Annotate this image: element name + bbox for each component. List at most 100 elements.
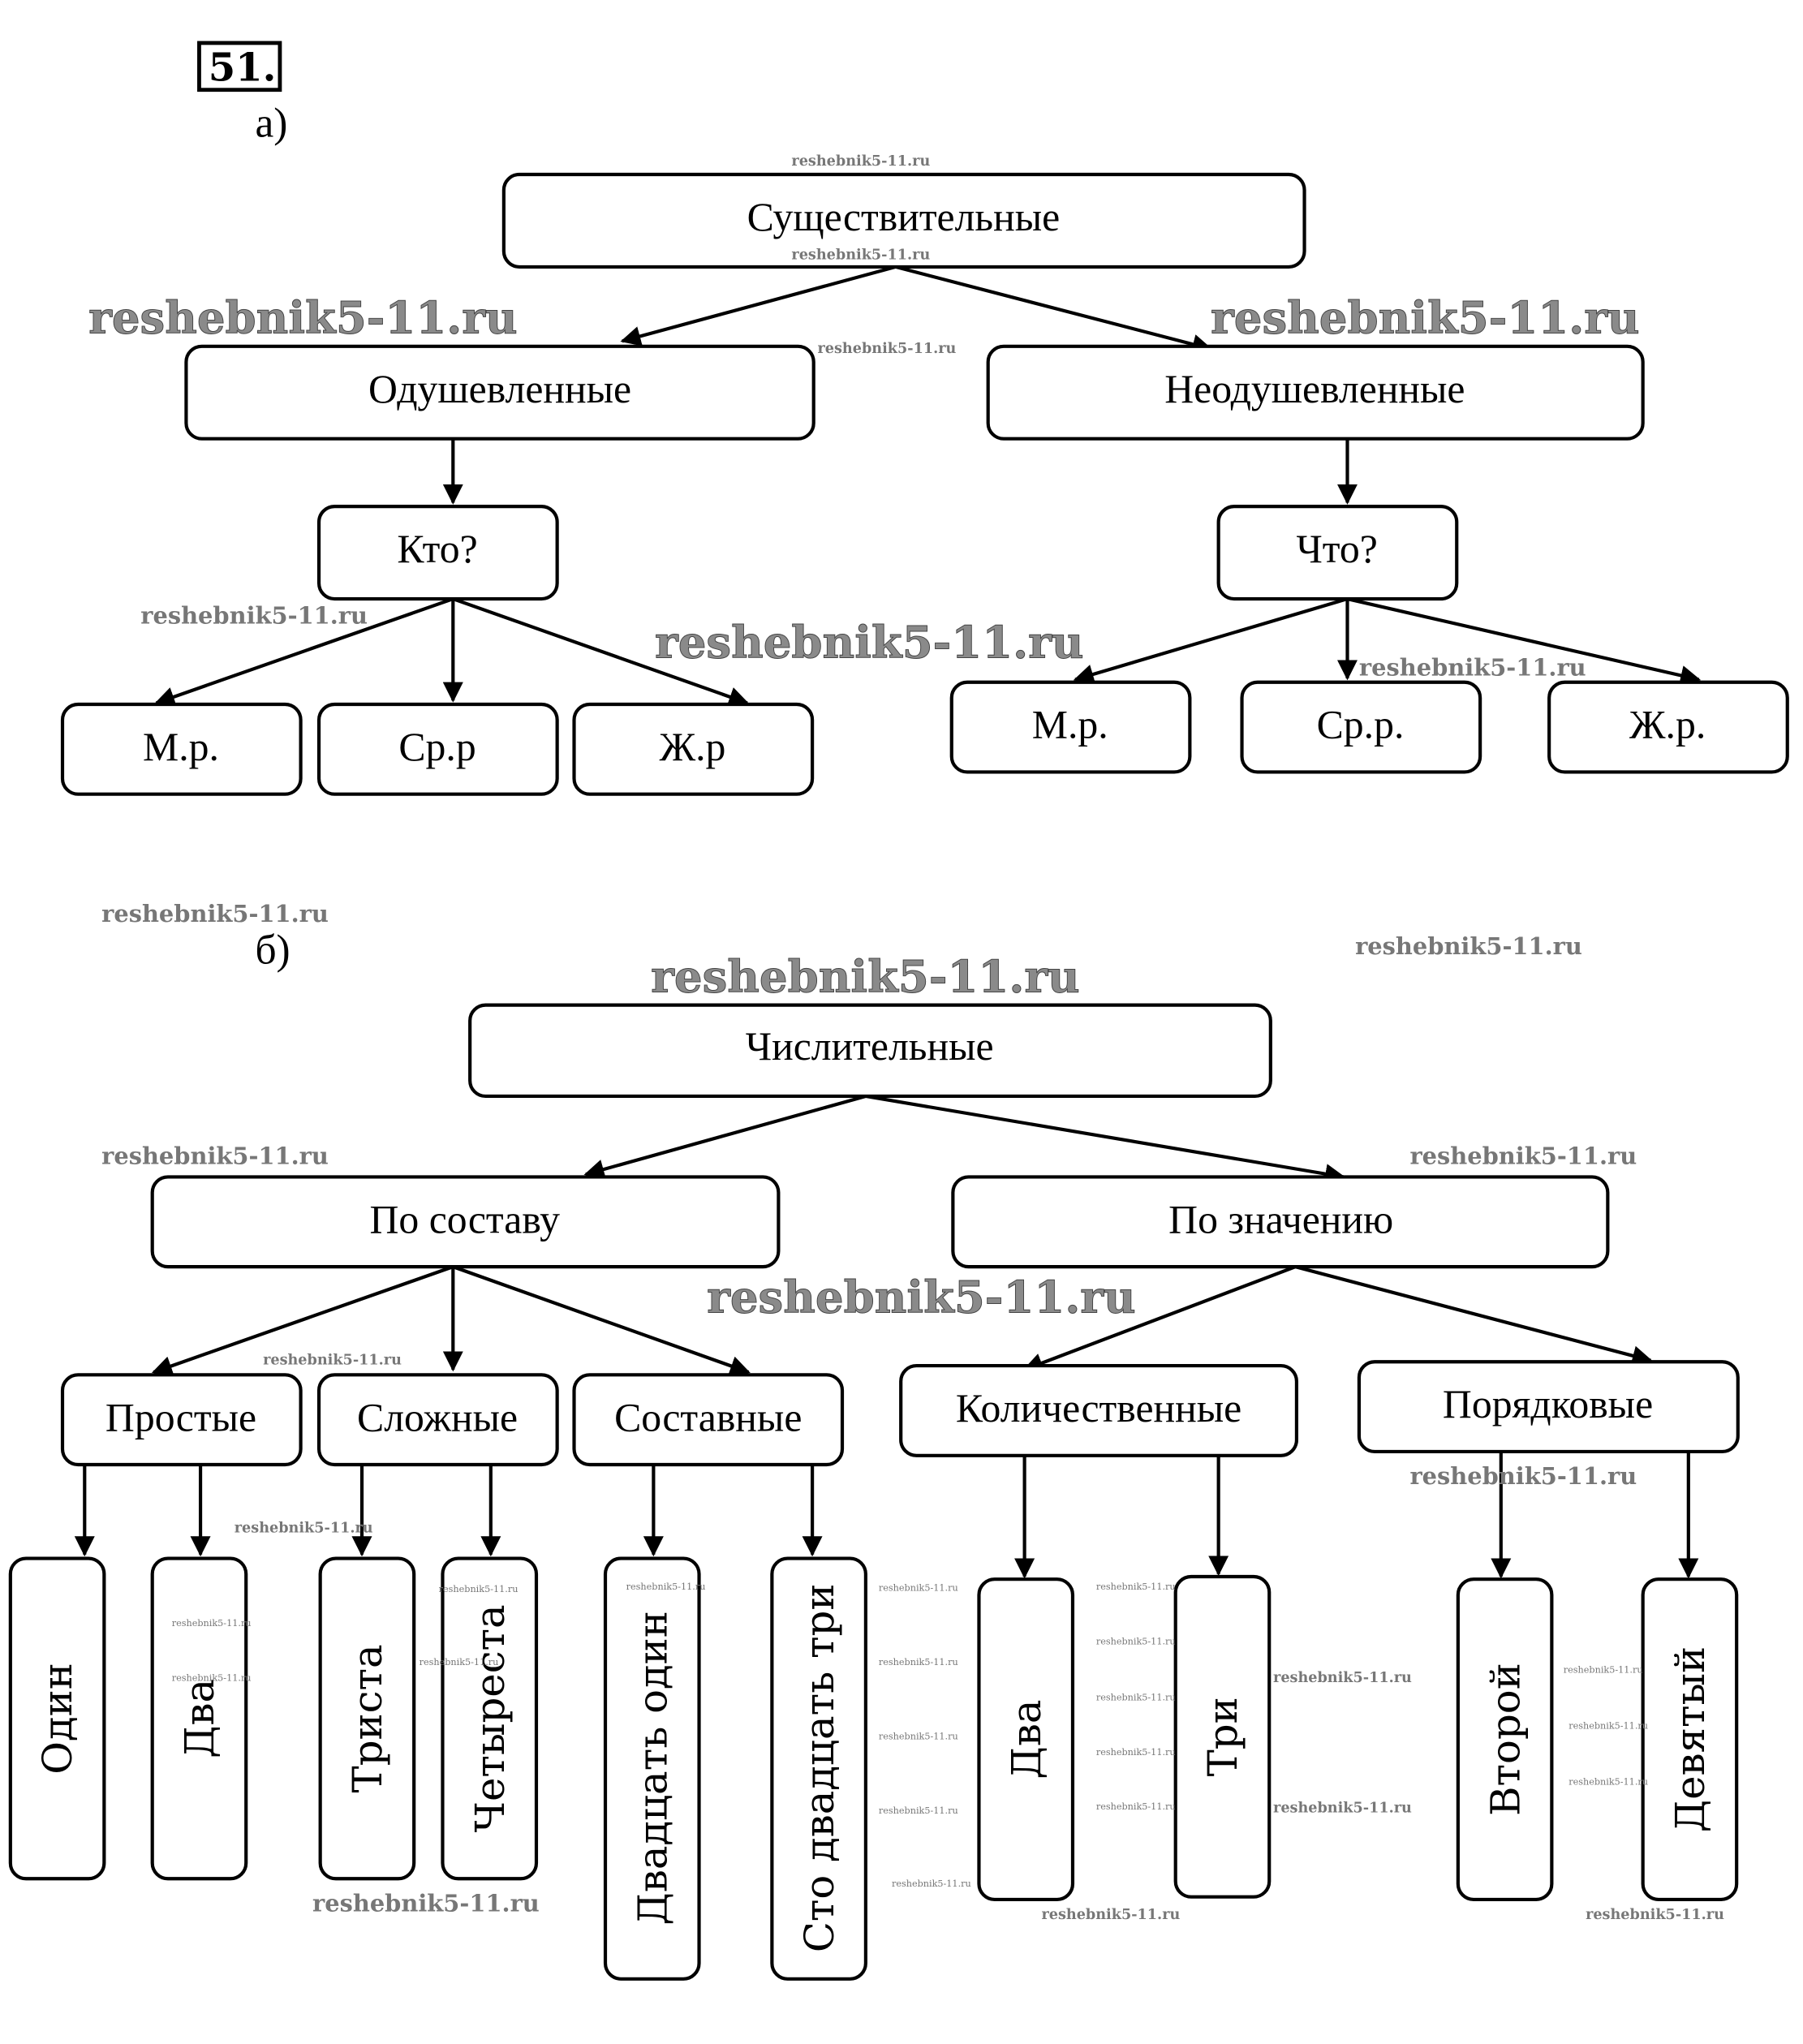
edge-chto-m — [1073, 597, 1349, 685]
leaf-odin-node: Один — [8, 1556, 106, 1881]
node-label: М.р. — [143, 725, 219, 769]
watermark: reshebnik5-11.ru — [1096, 1747, 1176, 1758]
watermark: reshebnik5-11.ru — [655, 616, 1084, 668]
watermark: reshebnik5-11.ru — [312, 1889, 540, 1917]
watermark: reshebnik5-11.ru — [651, 951, 1080, 1003]
watermark: reshebnik5-11.ru — [791, 153, 930, 170]
watermark: reshebnik5-11.ru — [626, 1581, 706, 1592]
node-label: Количественные — [956, 1386, 1241, 1431]
diagram-b-root-node: Числительные — [468, 1003, 1272, 1099]
watermark: reshebnik5-11.ru — [1096, 1636, 1176, 1646]
node-label: Существительные — [747, 195, 1061, 239]
node-label: Второй — [1482, 1663, 1529, 1816]
watermark: reshebnik5-11.ru — [1564, 1665, 1643, 1676]
watermark: reshebnik5-11.ru — [439, 1584, 519, 1594]
diagram-a-left-fem-node: Ж.р — [572, 702, 815, 796]
watermark: reshebnik5-11.ru — [892, 1878, 971, 1889]
diagram-a-right-fem-node: Ж.р. — [1547, 680, 1789, 774]
diagram-b-complex-node: Сложные — [316, 1373, 559, 1467]
edge-comp-compound — [452, 1265, 751, 1376]
node-label: Неодушевленные — [1164, 367, 1465, 411]
watermark: reshebnik5-11.ru — [172, 1672, 252, 1683]
leaf-dvadtsat-odin-node: Двадцать один — [603, 1556, 701, 1981]
watermark: reshebnik5-11.ru — [1359, 654, 1586, 682]
part-b-label: б) — [255, 927, 290, 973]
watermark: reshebnik5-11.ru — [140, 602, 368, 630]
watermark: reshebnik5-11.ru — [791, 246, 930, 263]
edge-meaning-ordinal — [1294, 1265, 1653, 1366]
node-label: Триста — [344, 1644, 391, 1792]
diagram-a-edges — [154, 265, 1702, 707]
watermark: reshebnik5-11.ru — [879, 1732, 958, 1742]
watermark: reshebnik5-11.ru — [1096, 1692, 1176, 1702]
edge-root-meaning — [865, 1094, 1346, 1185]
node-label: Что? — [1296, 527, 1377, 571]
diagram-a-right-masc-node: М.р. — [949, 680, 1192, 774]
edge-kto-zh — [452, 597, 750, 707]
watermark: reshebnik5-11.ru — [1355, 932, 1582, 960]
leaf-vtoroy-node: Второй — [1456, 1577, 1554, 1901]
watermark: reshebnik5-11.ru — [1568, 1721, 1648, 1732]
leaf-trista-node: Триста — [318, 1556, 416, 1881]
watermark: reshebnik5-11.ru — [1096, 1581, 1176, 1592]
watermark: reshebnik5-11.ru — [707, 1271, 1136, 1323]
edge-root-composition — [583, 1094, 867, 1180]
watermark: reshebnik5-11.ru — [879, 1657, 958, 1667]
watermark: reshebnik5-11.ru — [101, 1142, 329, 1169]
node-label: По составу — [370, 1197, 561, 1241]
node-label: Порядковые — [1443, 1382, 1653, 1426]
edge-root-inanimate — [895, 265, 1213, 355]
diagram-a-left-masc-node: М.р. — [60, 702, 303, 796]
leaf-chetyresta-node: Четыреста — [441, 1556, 539, 1881]
node-label: Два — [1003, 1700, 1050, 1779]
diagram-a-root-node: Существительные — [501, 172, 1306, 269]
diagram-a-left-neut-node: Ср.р — [316, 702, 559, 796]
watermark: reshebnik5-11.ru — [879, 1583, 958, 1594]
leaf-cardinal-tri-node: Три — [1173, 1574, 1272, 1899]
node-label: Ср.р — [398, 725, 475, 769]
leaf-devyatyy-node: Девятый — [1641, 1577, 1739, 1901]
node-label: Ж.р — [660, 725, 726, 769]
diagram-b-compound-node: Составные — [572, 1373, 845, 1467]
diagram-b-ordinal-node: Порядковые — [1357, 1360, 1740, 1454]
edge-root-animate — [620, 265, 897, 346]
node-label: Сложные — [357, 1395, 518, 1439]
node-label: Два — [176, 1679, 223, 1758]
node-label: Числительные — [746, 1024, 994, 1069]
diagram-b-simple-node: Простые — [60, 1373, 303, 1467]
node-label: Одушевленные — [368, 367, 631, 411]
diagram-a-chto-node: Что? — [1216, 505, 1459, 601]
node-label: Составные — [614, 1395, 802, 1439]
watermark: reshebnik5-11.ru — [818, 340, 957, 357]
watermark: reshebnik5-11.ru — [1273, 1669, 1412, 1686]
diagram-a-right-neut-node: Ср.р. — [1240, 680, 1482, 774]
watermarks: reshebnik5-11.ru reshebnik5-11.ru resheb… — [88, 153, 1724, 1923]
node-label: Девятый — [1667, 1646, 1714, 1832]
leaf-sto-dvadtsat-tri-node: Сто двадцать три — [770, 1556, 867, 1981]
watermark: reshebnik5-11.ru — [263, 1351, 402, 1368]
node-label: М.р. — [1032, 703, 1108, 747]
leaf-cardinal-dva-node: Два — [977, 1577, 1075, 1901]
diagram-b-cardinal-node: Количественные — [899, 1363, 1299, 1457]
exercise-number-frame — [197, 41, 282, 93]
watermark: reshebnik5-11.ru — [88, 292, 518, 344]
watermark: reshebnik5-11.ru — [1409, 1142, 1637, 1169]
watermark: reshebnik5-11.ru — [235, 1519, 373, 1536]
watermark: reshebnik5-11.ru — [879, 1805, 958, 1816]
node-label: Ср.р. — [1317, 703, 1405, 747]
watermark: reshebnik5-11.ru — [1096, 1801, 1176, 1812]
watermark: reshebnik5-11.ru — [1273, 1799, 1412, 1816]
edge-meaning-cardinal — [1022, 1265, 1297, 1373]
watermark: reshebnik5-11.ru — [1211, 292, 1640, 344]
watermark: reshebnik5-11.ru — [172, 1618, 252, 1629]
watermark: reshebnik5-11.ru — [101, 900, 329, 927]
node-label: По значению — [1168, 1197, 1393, 1241]
node-label: Простые — [105, 1395, 256, 1439]
watermark: reshebnik5-11.ru — [1586, 1906, 1724, 1923]
node-label: Три — [1199, 1697, 1246, 1776]
edge-comp-simple — [151, 1265, 454, 1376]
diagram-a-inanimate-node: Неодушевленные — [986, 344, 1645, 441]
watermark: reshebnik5-11.ru — [1568, 1777, 1648, 1788]
exercise-number: 51. — [209, 45, 277, 90]
edge-chto-zh — [1347, 597, 1702, 686]
